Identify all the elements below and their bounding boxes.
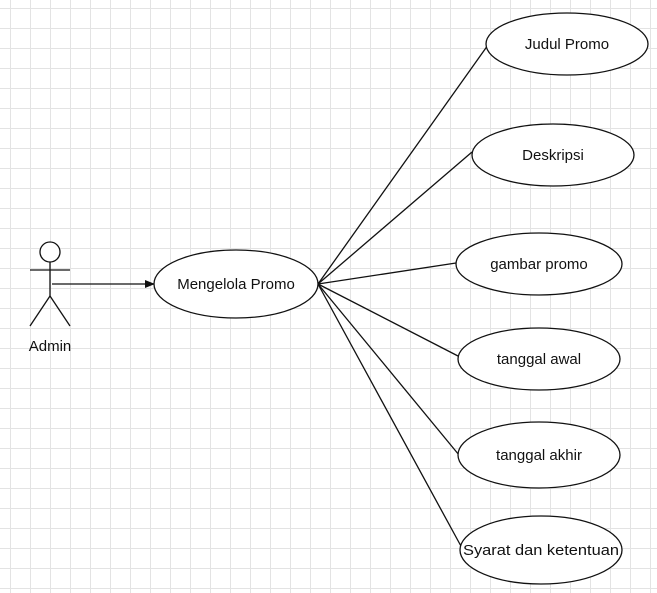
use-case-label: Mengelola Promo [177,276,295,293]
use-case-syarat-dan-ketentuan[interactable]: Syarat dan ketentuan [459,515,623,585]
use-case-deskripsi[interactable]: Deskripsi [471,123,635,187]
association-line-tanggal-awal [317,283,459,357]
use-case-mengelola-promo[interactable]: Mengelola Promo [153,249,319,319]
use-case-label: Judul Promo [525,36,609,53]
use-case-tanggal-akhir[interactable]: tanggal akhir [457,421,621,489]
use-case-label: Syarat dan ketentuan [463,542,619,559]
association-line-deskripsi [317,151,473,285]
use-case-gambar-promo[interactable]: gambar promo [455,232,623,296]
use-case-tanggal-awal[interactable]: tanggal awal [457,327,621,391]
stick-figure-actor-icon [29,241,71,327]
use-case-judul-promo[interactable]: Judul Promo [485,12,649,76]
association-lines [317,44,489,549]
use-case-label: tanggal awal [497,351,581,368]
association-line-syarat-dan-ketentuan [317,283,463,549]
use-case-label: Deskripsi [522,147,584,164]
use-case-label: tanggal akhir [496,447,582,464]
actor-label: Admin [29,338,72,355]
actor-admin[interactable]: Admin [29,241,72,355]
use-case-label: gambar promo [490,256,588,273]
association-line-gambar-promo [317,262,457,285]
association-line-judul-promo [317,44,489,285]
association-line-tanggal-akhir [317,283,460,456]
